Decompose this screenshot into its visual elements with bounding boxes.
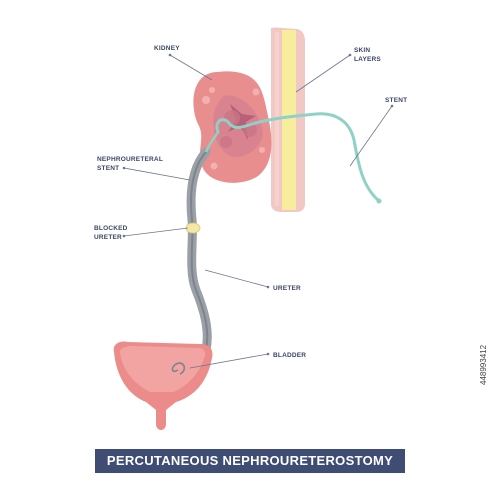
label-nephroureteral-line2: STENT xyxy=(97,165,119,172)
label-blocked-line1: BLOCKED xyxy=(94,225,128,232)
label-ureter: URETER xyxy=(273,285,301,292)
label-blocked-line2: URETER xyxy=(94,234,122,241)
ureter xyxy=(186,147,212,375)
label-bladder: BLADDER xyxy=(273,352,306,359)
label-skin-line1: SKIN xyxy=(354,47,370,54)
label-stent: STENT xyxy=(385,97,407,104)
leader-lines xyxy=(122,53,394,369)
title-banner: PERCUTANEOUS NEPHROURETEROSTOMY xyxy=(95,449,405,473)
stent xyxy=(204,112,382,204)
bladder xyxy=(113,341,213,430)
label-skin-line2: LAYERS xyxy=(354,56,381,63)
skin-layers xyxy=(271,27,305,212)
label-kidney: KIDNEY xyxy=(154,45,180,52)
blockage xyxy=(185,222,201,234)
side-id-text: 448993412 xyxy=(479,344,488,385)
label-nephroureteral-line1: NEPHROURETERAL xyxy=(97,156,163,163)
